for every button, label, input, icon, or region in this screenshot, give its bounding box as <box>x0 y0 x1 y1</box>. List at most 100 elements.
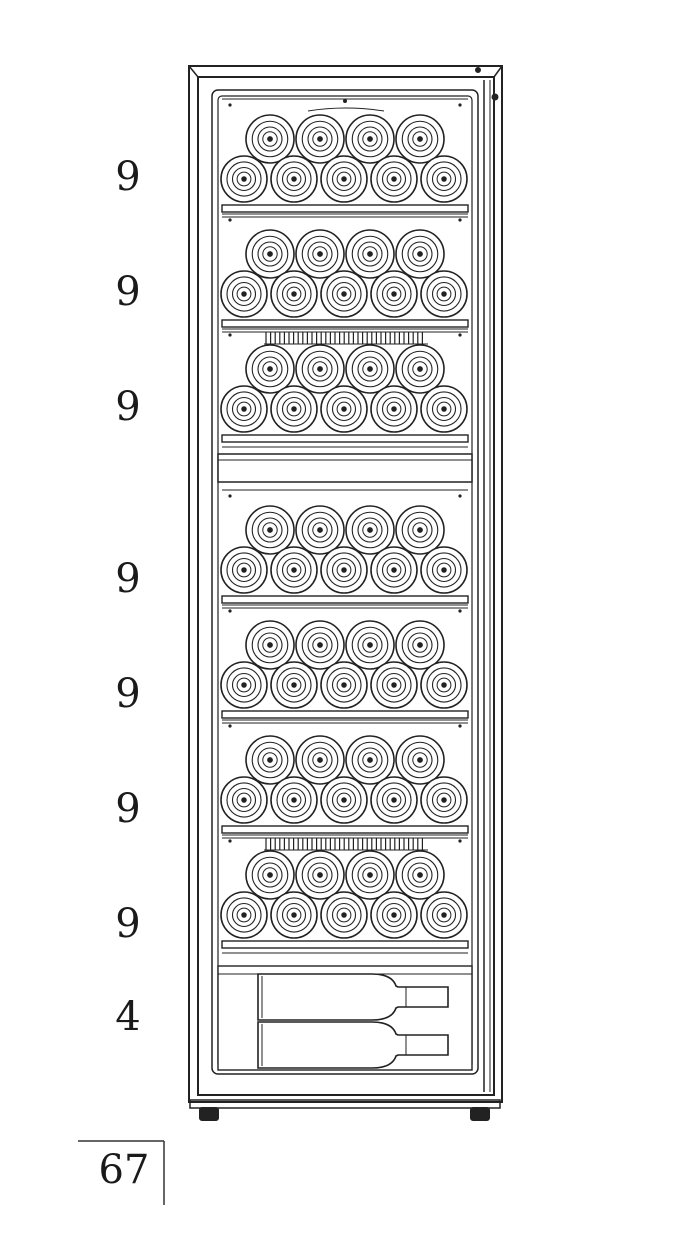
bottle-end <box>245 620 295 670</box>
bottle-end <box>220 155 268 203</box>
shelf-section <box>220 98 469 218</box>
bottle-end <box>270 385 318 433</box>
total-capacity-label: 67 <box>99 1147 150 1193</box>
vent-grille <box>264 332 428 345</box>
bottle-end <box>320 270 368 318</box>
rail-pin <box>458 333 462 337</box>
rail-pin <box>458 839 462 843</box>
shelf-section <box>220 213 469 333</box>
shelf-rail <box>221 204 469 213</box>
shelf-rail <box>221 710 469 719</box>
rail-pin <box>458 494 462 498</box>
bottle-end <box>295 229 345 279</box>
bottle-end <box>395 850 445 900</box>
vent-grille <box>264 838 428 851</box>
rail-pin <box>458 724 462 728</box>
bottle-end <box>245 114 295 164</box>
rail-pin <box>228 218 232 222</box>
shelf-rail <box>221 940 469 949</box>
glass-outline <box>211 89 479 1075</box>
shelf-section <box>220 489 469 609</box>
shelf-count-label: 4 <box>115 994 140 1040</box>
shelf-rail <box>221 434 469 443</box>
bottle-end <box>245 229 295 279</box>
rail-pin <box>458 103 462 107</box>
door-pin <box>491 93 499 101</box>
outer-frame <box>188 65 503 1103</box>
shelf-count-label: 9 <box>115 269 140 315</box>
shelf-rail <box>221 319 469 328</box>
bottle-end <box>345 850 395 900</box>
shelves-group <box>217 98 473 954</box>
bottle-end <box>320 385 368 433</box>
bottle-end <box>420 661 468 709</box>
bottle-end <box>395 114 445 164</box>
total-capacity: 67 <box>78 1140 165 1205</box>
bottle-end <box>220 776 268 824</box>
bottle-end <box>220 270 268 318</box>
bottle-body <box>257 1021 449 1069</box>
bottle-end <box>220 661 268 709</box>
bottle-end <box>345 735 395 785</box>
shelf-count-label: 9 <box>115 671 140 717</box>
shelf-count-label: 9 <box>115 154 140 200</box>
bottle-end <box>370 661 418 709</box>
bottle-end <box>420 385 468 433</box>
sensor-dot <box>343 99 347 103</box>
rail-pin <box>228 494 232 498</box>
bottle-end <box>370 385 418 433</box>
bottle-end <box>220 385 268 433</box>
bottle-end <box>220 546 268 594</box>
shelf-count-label: 9 <box>115 556 140 602</box>
door-hinge <box>475 67 481 73</box>
shelf-section <box>220 719 469 839</box>
bottle-end <box>270 661 318 709</box>
bottle-end <box>370 270 418 318</box>
bottle-end <box>395 735 445 785</box>
bottle-end <box>245 505 295 555</box>
shelf-section <box>220 328 469 448</box>
side-bottle <box>257 1021 449 1069</box>
rail-pin <box>458 218 462 222</box>
bottle-end <box>270 270 318 318</box>
bottom-drawer <box>217 965 473 1071</box>
shelf-section <box>220 834 469 954</box>
bottle-end <box>295 114 345 164</box>
rail-pin <box>458 609 462 613</box>
rail-pin <box>228 724 232 728</box>
bottle-end <box>370 776 418 824</box>
bottle-end <box>420 776 468 824</box>
shelf-rail <box>221 595 469 604</box>
shelf-count-label: 9 <box>115 786 140 832</box>
zone-divider <box>217 453 473 483</box>
right-foot <box>470 1107 490 1121</box>
frame-corner <box>493 65 503 78</box>
shelf-count-label: 9 <box>115 901 140 947</box>
bottle-end <box>295 850 345 900</box>
bottle-end <box>345 620 395 670</box>
bottle-end <box>345 229 395 279</box>
bottle-end <box>245 344 295 394</box>
bottle-end <box>270 546 318 594</box>
bottle-end <box>295 620 345 670</box>
fan-outline <box>307 107 385 112</box>
bottle-end <box>345 505 395 555</box>
bottle-end <box>370 155 418 203</box>
bottle-end <box>420 891 468 939</box>
bottle-end <box>320 546 368 594</box>
bottle-end <box>245 735 295 785</box>
bottle-end <box>370 891 418 939</box>
bottle-end <box>295 505 345 555</box>
door-frame <box>197 76 495 1096</box>
bottle-end <box>320 891 368 939</box>
bottle-end <box>395 229 445 279</box>
bottle-end <box>345 114 395 164</box>
bottle-body <box>257 973 449 1021</box>
bottle-end <box>320 661 368 709</box>
bottle-end <box>295 344 345 394</box>
rail-pin <box>228 103 232 107</box>
bottle-end <box>420 546 468 594</box>
bottle-end <box>270 891 318 939</box>
